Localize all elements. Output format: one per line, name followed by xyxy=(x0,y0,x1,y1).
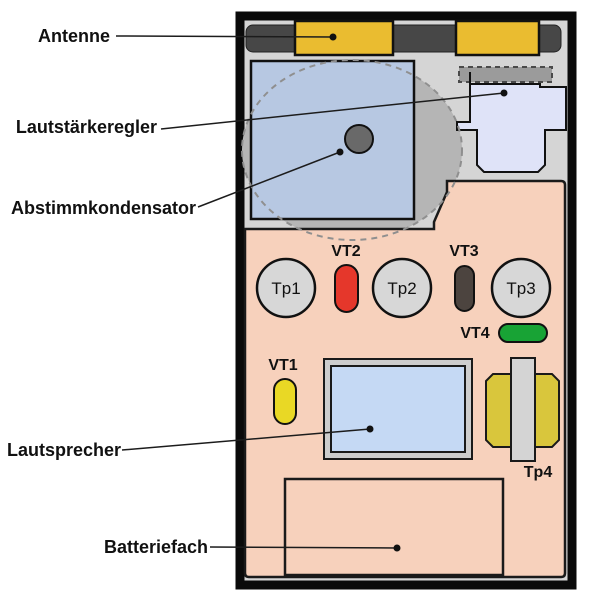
label-vt2: VT2 xyxy=(331,243,361,260)
transistor-vt1 xyxy=(273,378,297,425)
transistor-vt2 xyxy=(334,264,359,313)
label-antenne: Antenne xyxy=(38,26,110,46)
annotation-lines xyxy=(115,35,505,549)
battery-compartment xyxy=(283,477,505,577)
annotation-dots xyxy=(329,33,508,552)
label-vt4: VT4 xyxy=(460,325,490,342)
label-tp4: Tp4 xyxy=(523,464,553,481)
label-lautstaerkeregler: Lautstärkeregler xyxy=(15,117,157,137)
annotation-line-lautstaerkeregler xyxy=(160,92,505,130)
transistor-vt4 xyxy=(498,323,548,343)
annotation-dot-batteriefach xyxy=(393,544,401,552)
label-vt1: VT1 xyxy=(268,357,298,374)
annotation-dot-lautsprecher xyxy=(366,425,374,433)
transistor-vt3 xyxy=(454,265,475,312)
annotation-line-abstimmkondensator xyxy=(197,151,341,208)
annotation-dot-lautstaerkeregler xyxy=(500,89,508,97)
label-tp3: Tp3 xyxy=(506,279,536,298)
tuning-capacitor-body xyxy=(249,59,416,221)
label-tp2: Tp2 xyxy=(387,279,417,298)
test-point-tp3 xyxy=(490,257,552,319)
annotation-line-lautsprecher xyxy=(121,428,371,451)
annotation-line-antenne xyxy=(115,35,334,38)
tp4-tab xyxy=(510,357,536,462)
annotation-dot-abstimmkondensator xyxy=(336,148,344,156)
dial-outline-dashed xyxy=(241,59,463,241)
label-abstimmkondensator: Abstimmkondensator xyxy=(10,198,196,218)
label-batteriefach: Batteriefach xyxy=(103,537,208,557)
label-vt3: VT3 xyxy=(449,243,479,260)
volume-mount-plate xyxy=(458,66,553,83)
volume-control-body xyxy=(456,83,567,173)
tp4-coil-left xyxy=(485,373,512,448)
label-tp1: Tp1 xyxy=(271,279,301,298)
antenna-coil-left xyxy=(293,19,395,57)
speaker-membrane xyxy=(330,365,466,453)
annotation-line-batteriefach xyxy=(209,546,398,549)
label-lautsprecher: Lautsprecher xyxy=(6,440,121,460)
annotation-dot-antenne xyxy=(329,33,337,41)
antenna-coil-right xyxy=(454,19,541,57)
test-point-tp2 xyxy=(371,257,433,319)
tp4-coil-right xyxy=(534,373,560,448)
test-point-tp1 xyxy=(255,257,317,319)
tuning-knob xyxy=(344,124,374,154)
